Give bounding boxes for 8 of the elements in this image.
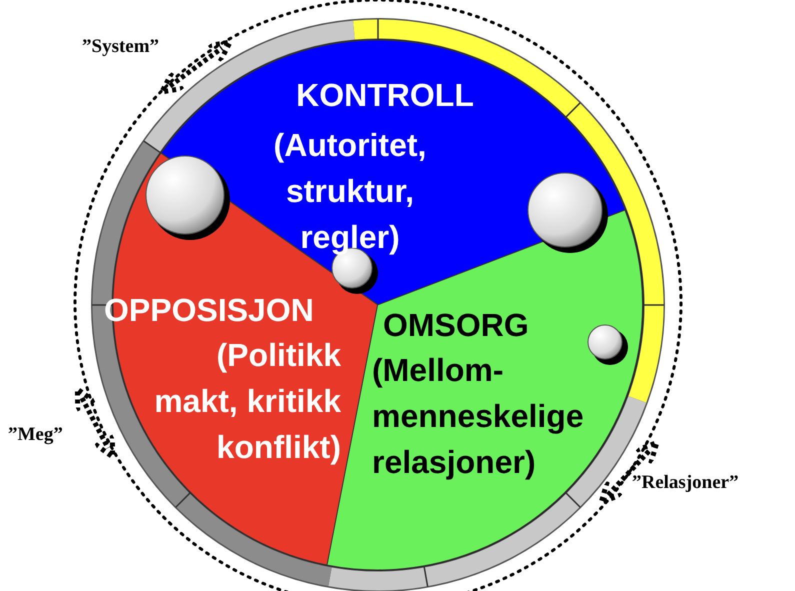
sector-heading: KONTROLL xyxy=(295,76,475,115)
orbit-label: ”Relasjoner” xyxy=(632,472,739,494)
sector-heading: OMSORG xyxy=(382,306,530,345)
orbit-label: ”Meg” xyxy=(8,424,63,446)
orbit-label: ”System” xyxy=(82,36,160,58)
sector-description: (Autoritet, struktur, regler) xyxy=(272,126,428,257)
sector-description: (Politikk makt, kritikk konflikt) xyxy=(153,336,341,467)
sector-description: (Mellom- menneskelige relasjoner) xyxy=(372,350,585,482)
